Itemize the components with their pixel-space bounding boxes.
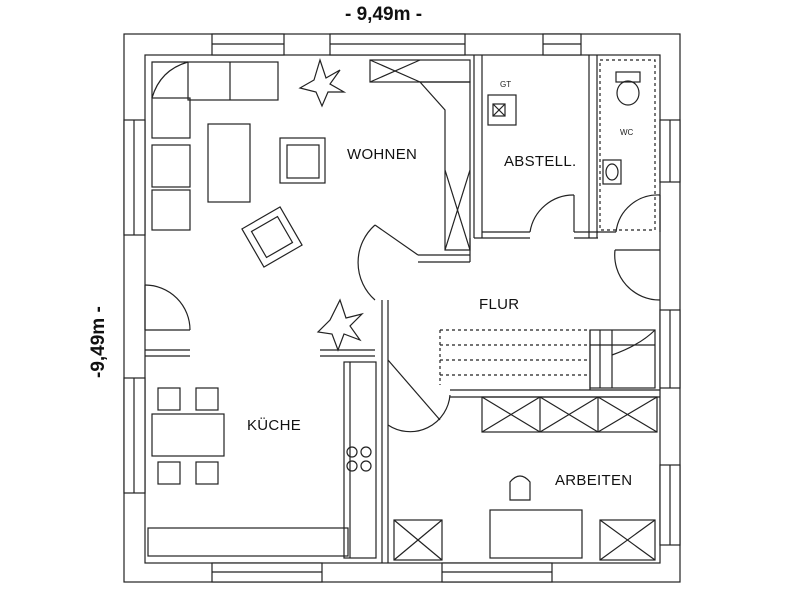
room-label-abstell: ABSTELL.: [504, 153, 577, 170]
room-label-kueche: KÜCHE: [247, 417, 302, 434]
stove-icon: [346, 446, 372, 472]
gt-cabinet: [487, 94, 517, 126]
door-swing-icon: [144, 194, 661, 433]
armchair-icon: [241, 137, 326, 268]
fixture-label-gt: GT: [500, 80, 512, 89]
room-label-wohnen: WOHNEN: [347, 146, 418, 163]
toilet-icon: [599, 59, 656, 231]
room-label-arbeiten: ARBEITEN: [555, 472, 633, 489]
sink-icon: [602, 159, 622, 185]
interior-walls: [145, 55, 660, 563]
desk: [489, 475, 583, 559]
shelf-unit: [481, 396, 658, 433]
staircase-icon: [439, 329, 656, 389]
room-label-flur: FLUR: [479, 296, 520, 313]
width-dimension-label: - 9,49m -: [345, 4, 423, 25]
windows: [123, 33, 681, 583]
sofa-icon: [151, 61, 279, 231]
height-dimension-label: -9,49m -: [88, 306, 109, 378]
side-cabinets: [393, 519, 656, 561]
kitchen-counter: [147, 361, 377, 559]
fixture-label-wc: WC: [620, 128, 634, 137]
cabinet: [369, 59, 471, 251]
dining-table: [151, 387, 225, 485]
potted-plant-icon: [298, 58, 364, 352]
coffee-table: [207, 123, 251, 203]
